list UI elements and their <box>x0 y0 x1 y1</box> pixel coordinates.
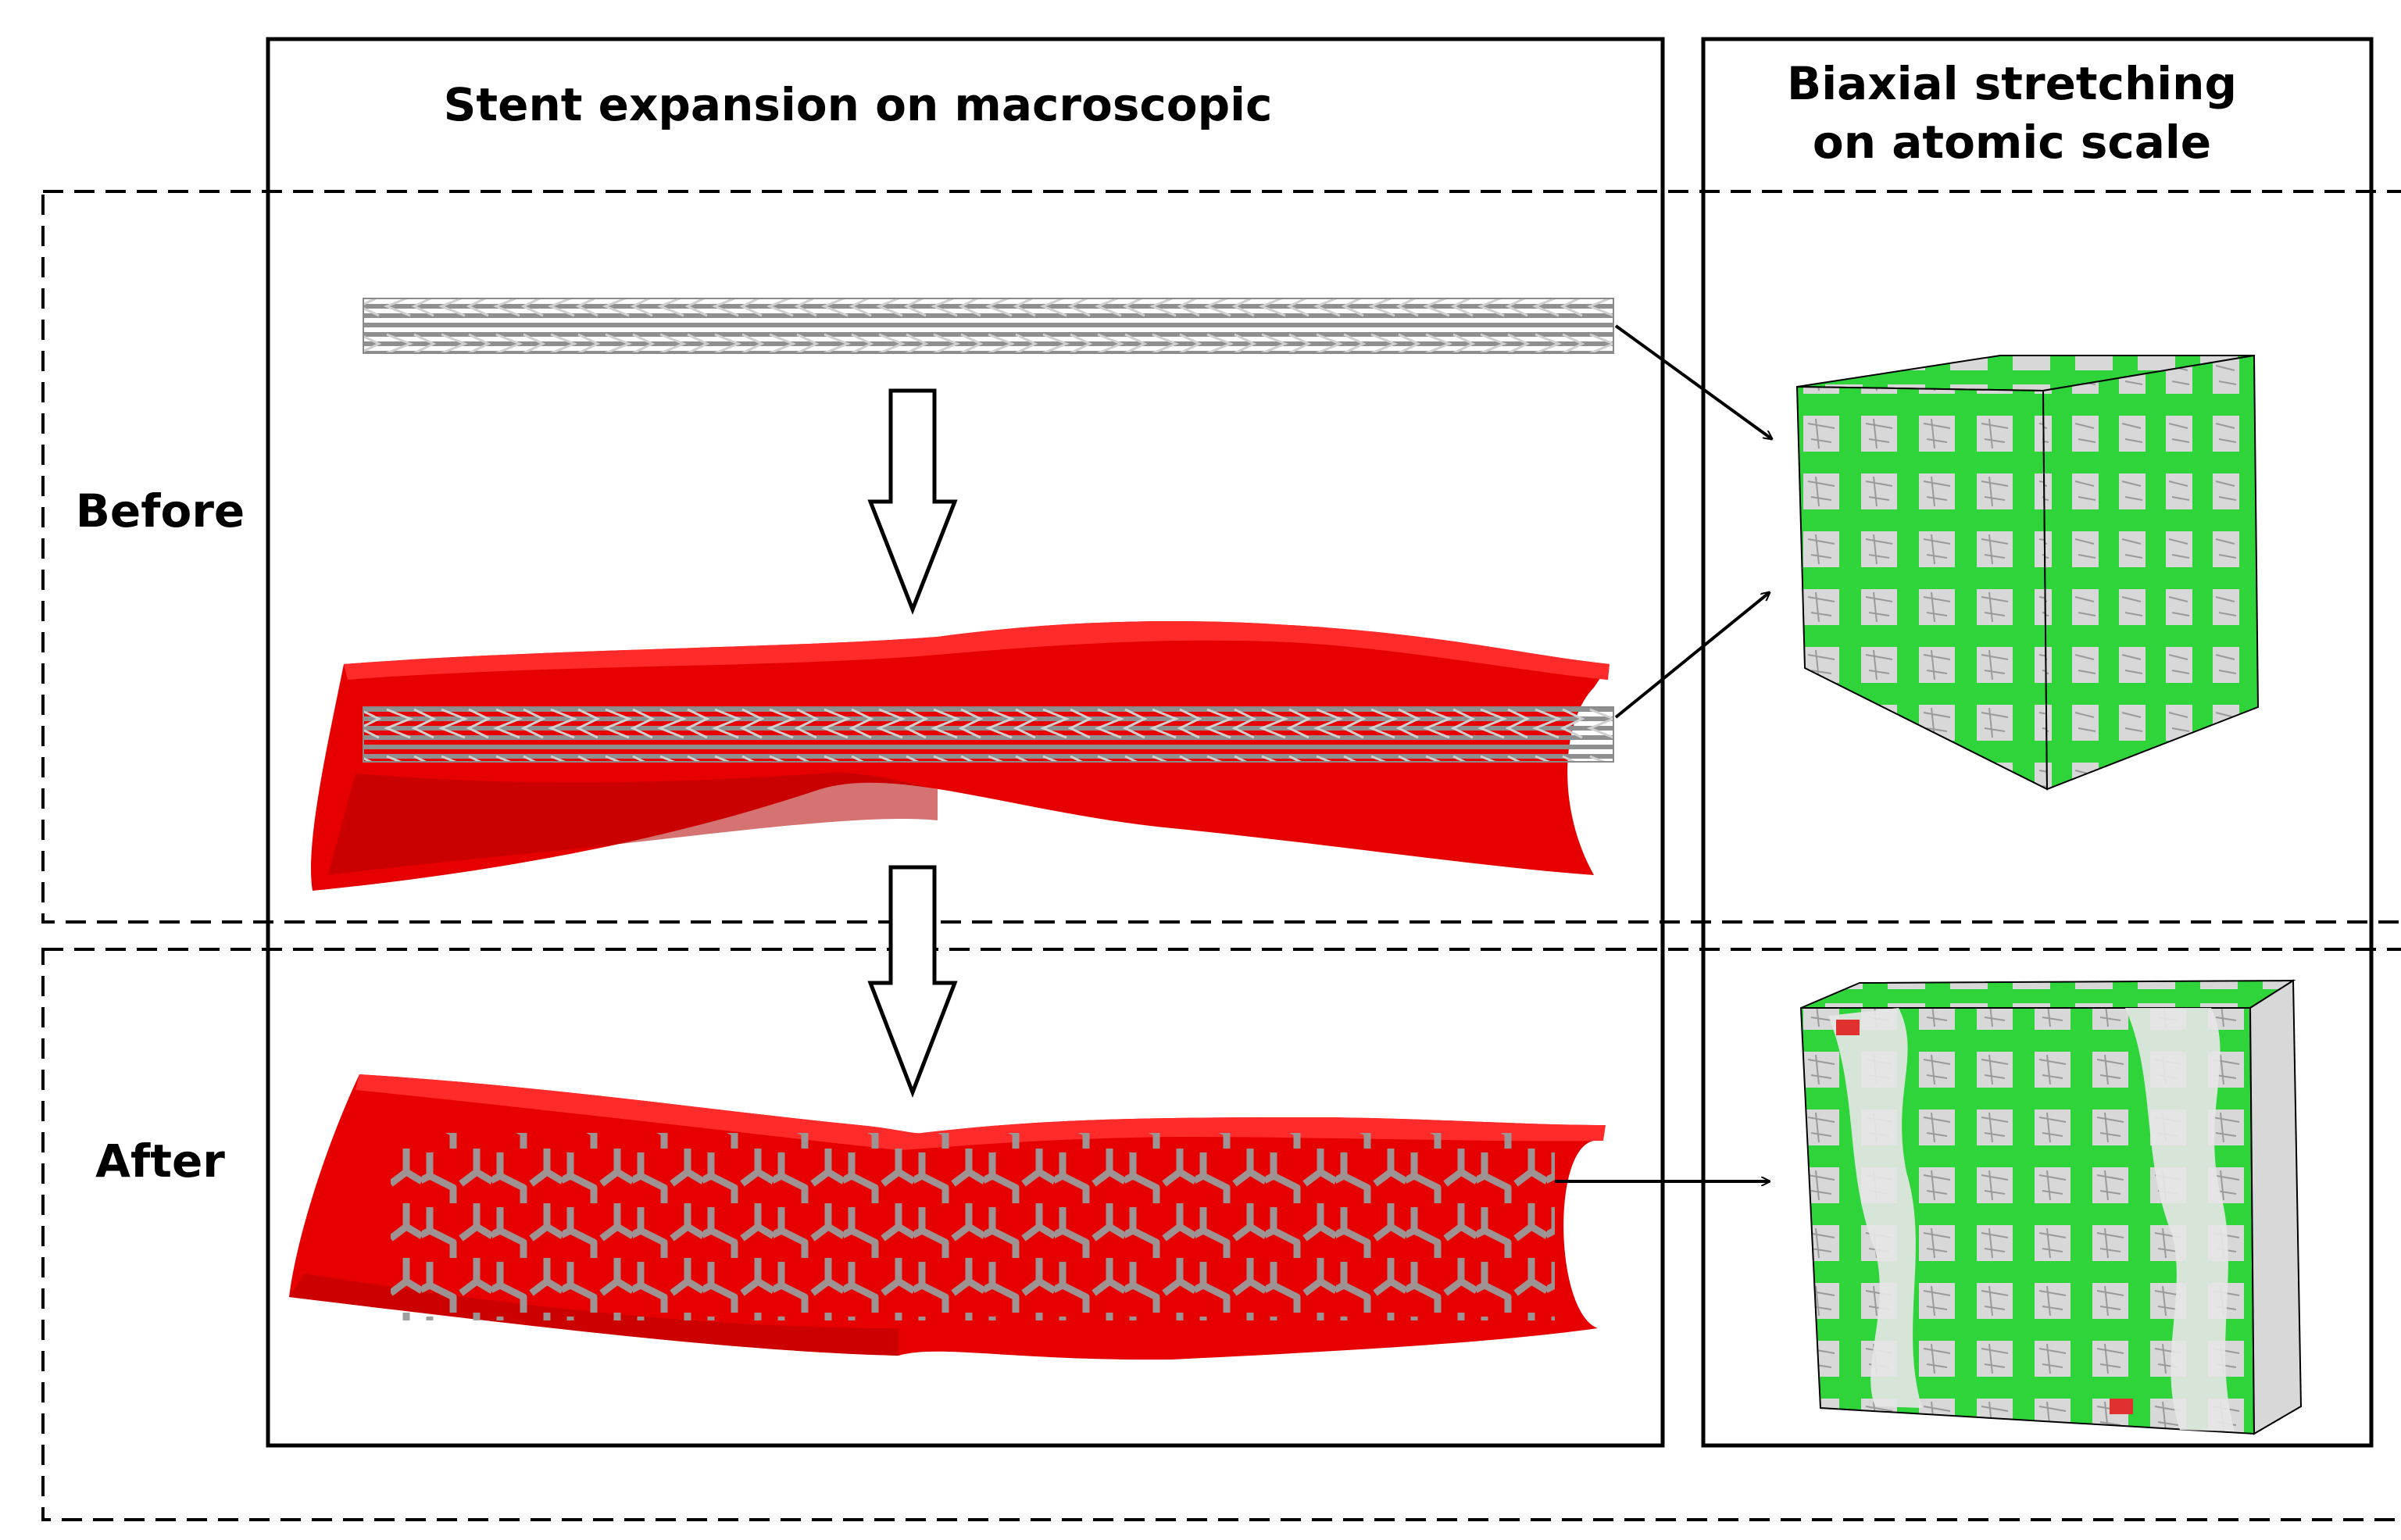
vessel-after <box>289 1074 1606 1360</box>
down-arrow-1 <box>867 388 958 615</box>
macroscopic-column-header: Stent expansion on macroscopic <box>443 78 1273 131</box>
pointer-arrow-vessel-to-cube <box>1614 592 1770 719</box>
after-row-frame <box>41 948 2401 1521</box>
before-row-frame <box>41 190 2401 924</box>
atomic-column-header: Biaxial stretching on atomic scale <box>1680 55 2344 172</box>
atomic-cube-before <box>1795 354 2260 791</box>
after-row-label: After <box>95 1134 225 1188</box>
atomic-header-line-1: Biaxial stretching <box>1786 57 2237 110</box>
crimped-stent <box>363 298 1614 354</box>
atomic-cube-after <box>1799 979 2303 1435</box>
defect-mark-1 <box>1836 1020 1860 1035</box>
pointer-arrow-stent-to-cube <box>1614 324 1772 439</box>
atomic-header-line-2: on atomic scale <box>1812 116 2212 169</box>
vessel-before <box>311 621 1614 891</box>
atomic-column-frame <box>1701 37 2374 1448</box>
down-arrow-2 <box>867 865 958 1098</box>
before-row-label: Before <box>75 484 245 538</box>
macroscopic-column-frame <box>266 37 1665 1448</box>
defect-mark-2 <box>2110 1399 2133 1414</box>
